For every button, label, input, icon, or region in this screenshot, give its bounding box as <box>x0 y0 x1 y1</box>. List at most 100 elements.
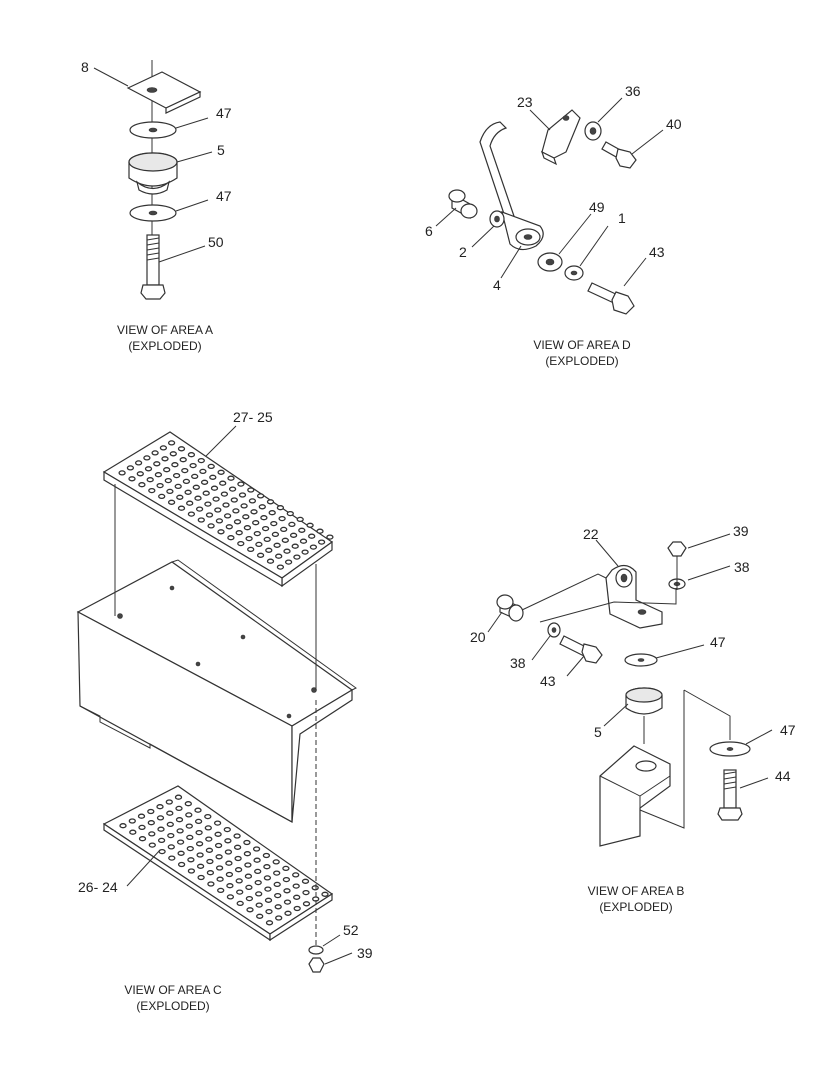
perforation-hole <box>174 794 183 800</box>
callout-d-4: 4 <box>493 277 501 293</box>
callout-a-50: 50 <box>208 234 224 250</box>
perforation-hole <box>223 826 231 833</box>
caption-area-c-line1: VIEW OF AREA C <box>124 983 222 997</box>
perforation-hole <box>278 515 286 522</box>
step-housing <box>76 559 357 824</box>
perforation-hole <box>220 491 229 497</box>
perforation-hole <box>223 513 232 519</box>
perforation-hole <box>286 510 294 517</box>
bracket-part-22 <box>605 564 663 629</box>
perforation-hole <box>273 881 281 888</box>
callout-b-5: 5 <box>594 724 602 740</box>
caption-area-b-line2: (EXPLODED) <box>599 900 672 914</box>
perforation-hole <box>326 534 334 540</box>
perforation-hole <box>224 838 232 844</box>
perforation-hole <box>284 910 292 916</box>
perforation-hole <box>179 457 187 463</box>
perforation-hole <box>177 446 186 452</box>
perforation-hole <box>163 467 171 473</box>
perforation-hole <box>225 871 234 878</box>
perforation-hole <box>134 460 143 466</box>
perforation-hole <box>274 892 282 899</box>
perforation-hole <box>275 915 283 921</box>
perforation-hole <box>187 511 196 517</box>
perforation-hole <box>186 845 194 852</box>
perforation-hole <box>265 908 273 915</box>
callout-b-43: 43 <box>540 673 556 689</box>
perforation-hole <box>234 867 243 873</box>
perforation-hole <box>126 465 135 471</box>
perforation-hole <box>226 883 234 889</box>
perforation-hole <box>148 487 156 494</box>
perforation-hole <box>255 891 263 897</box>
perforation-hole <box>283 548 291 554</box>
bolt-part-43-d <box>587 282 635 315</box>
perforation-hole <box>283 899 292 905</box>
callout-c-52: 52 <box>343 922 359 938</box>
perforation-hole <box>273 542 281 548</box>
perforation-hole <box>151 450 159 456</box>
callout-b-47-upper: 47 <box>710 634 726 650</box>
perforation-hole <box>147 820 155 826</box>
perforation-hole <box>205 847 214 853</box>
perforation-hole <box>235 878 243 884</box>
perforation-hole <box>306 522 314 528</box>
perforation-hole <box>167 499 176 505</box>
perforation-hole <box>270 520 278 527</box>
perforation-hole <box>232 508 240 514</box>
perforation-hole <box>148 831 156 837</box>
perforation-hole <box>212 496 220 502</box>
perforation-hole <box>292 872 300 878</box>
view-area-a: 8 47 5 47 50 VIEW OF AREA A (EXPLODED) <box>81 59 232 353</box>
bolt-part-44 <box>717 769 743 821</box>
perforation-hole <box>263 875 272 881</box>
perforation-hole <box>192 484 200 490</box>
callout-b-20: 20 <box>470 629 486 645</box>
perforation-hole <box>143 455 151 461</box>
perforation-hole <box>187 868 196 874</box>
perforation-hole <box>302 889 310 896</box>
perforation-hole <box>209 474 217 480</box>
link-part-23 <box>540 109 581 166</box>
perforation-hole <box>176 839 185 845</box>
mount-part-5-b <box>625 687 663 715</box>
perforation-hole <box>227 535 235 541</box>
perforation-hole <box>275 553 283 559</box>
perforation-hole <box>185 823 193 829</box>
perforation-hole <box>289 532 298 538</box>
perforation-hole <box>256 913 264 919</box>
perforation-hole <box>216 876 224 882</box>
perforation-hole <box>128 818 136 824</box>
perforation-hole <box>207 523 215 529</box>
perforation-hole <box>276 564 285 570</box>
view-area-d: 23 36 40 6 49 1 2 43 4 VIEW OF AREA D (E… <box>425 83 682 368</box>
perforation-hole <box>258 504 266 510</box>
caption-area-d-line1: VIEW OF AREA D <box>533 338 631 352</box>
perforation-hole <box>144 466 153 472</box>
perforation-hole <box>219 480 227 486</box>
perforation-hole <box>154 472 163 478</box>
perforation-hole <box>237 540 245 547</box>
perforation-hole <box>262 852 271 859</box>
perforation-hole <box>217 529 225 535</box>
callout-c-27-25: 27- 25 <box>233 409 273 425</box>
perforation-hole <box>225 524 233 530</box>
perforation-hole <box>253 530 261 537</box>
perforation-hole <box>138 482 146 488</box>
perforation-hole <box>215 865 224 871</box>
perforation-hole <box>250 509 258 515</box>
caption-area-d-line2: (EXPLODED) <box>545 354 618 368</box>
perforation-hole <box>238 492 247 498</box>
perforation-hole <box>196 852 204 858</box>
perforation-hole <box>184 801 192 807</box>
perforation-hole <box>309 544 318 550</box>
perforation-hole <box>263 536 271 543</box>
bolt-part-43-b <box>559 635 603 664</box>
tread-plate-lower-part-26-24 <box>102 785 334 942</box>
perforation-hole <box>128 476 136 482</box>
perforation-hole <box>197 517 205 523</box>
support-bracket <box>599 745 671 847</box>
perforation-hole <box>284 559 293 565</box>
view-area-c: 27- 25 26- 24 52 39 VIEW OF AREA C (EXPL… <box>76 409 373 1013</box>
perforation-hole <box>308 533 316 539</box>
